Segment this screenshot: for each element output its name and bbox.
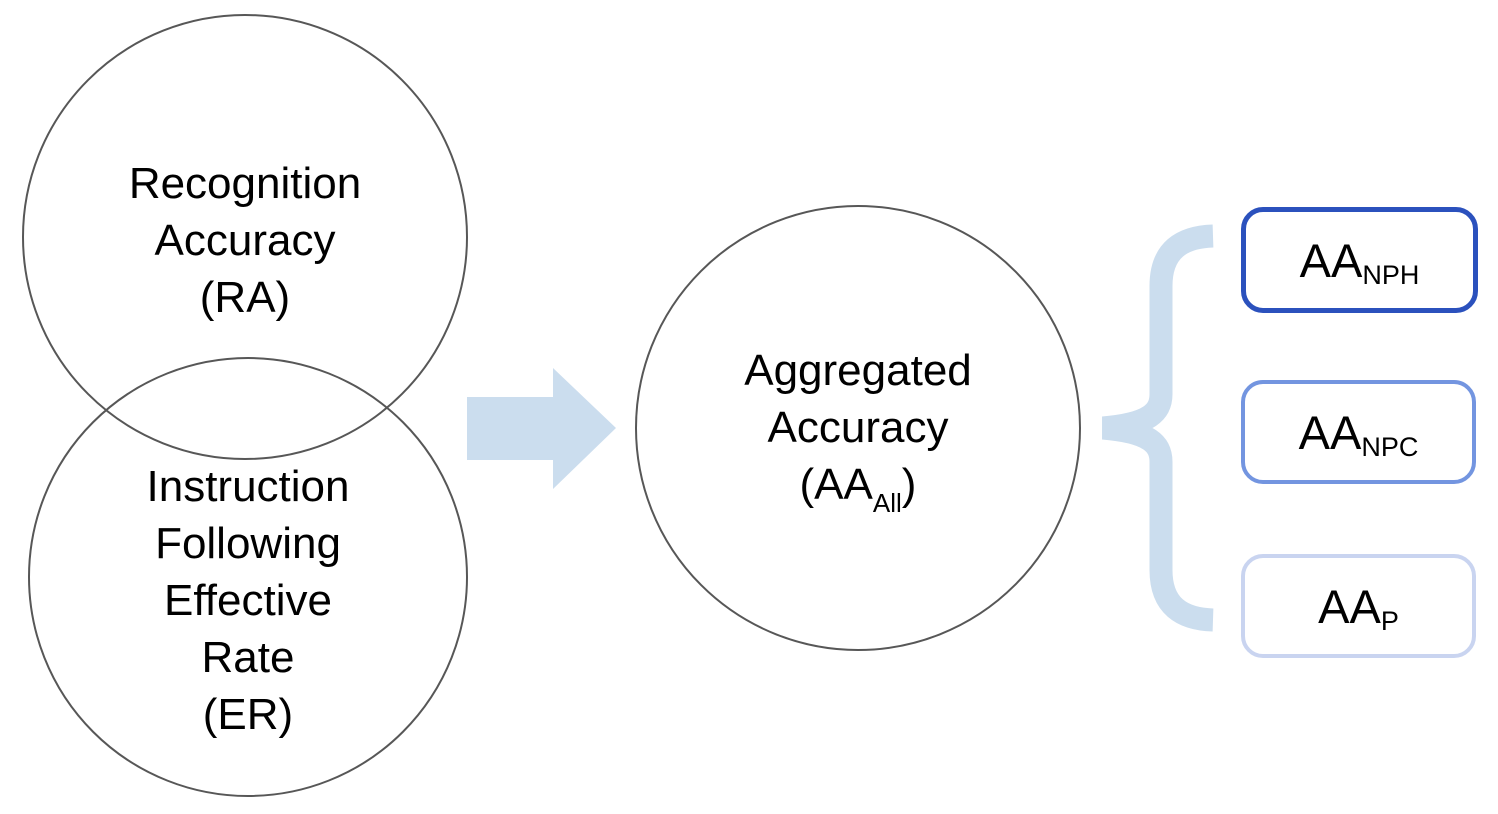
aggregated-formula: (AAAll) — [658, 456, 1058, 519]
aggregated-circle — [635, 205, 1081, 651]
output-label: AA — [1299, 233, 1363, 287]
curly-brace-icon — [1101, 224, 1214, 632]
er-label-line: Instruction — [146, 462, 350, 511]
er-circle-label: Instruction Following Effective Rate (ER… — [48, 458, 448, 743]
er-label-line: Effective — [164, 576, 332, 625]
er-label-line: Rate — [201, 633, 295, 682]
ra-circle-label: Recognition Accuracy (RA) — [45, 155, 445, 326]
output-label: AA — [1298, 405, 1362, 459]
er-label-line: (ER) — [202, 690, 294, 739]
formula-open: (AA — [799, 460, 873, 509]
output-label: AA — [1318, 579, 1381, 633]
aggregated-label-line: Aggregated — [744, 346, 972, 395]
ra-circle — [22, 14, 468, 460]
ra-label-line: Accuracy — [154, 216, 336, 265]
flow-arrow-icon — [467, 368, 616, 489]
ra-label-line: Recognition — [128, 159, 362, 208]
aggregated-circle-label: Aggregated Accuracy (AAAll) — [658, 342, 1058, 519]
formula-subscript: All — [872, 488, 902, 518]
output-subscript: P — [1380, 605, 1399, 636]
output-subscript: NPC — [1361, 431, 1419, 462]
aggregated-label-line: Accuracy — [767, 403, 949, 452]
er-circle — [28, 357, 468, 797]
ra-label-line: (RA) — [199, 273, 291, 322]
output-subscript: NPH — [1362, 259, 1420, 290]
formula-close: ) — [901, 460, 917, 509]
er-label-line: Following — [155, 519, 341, 568]
